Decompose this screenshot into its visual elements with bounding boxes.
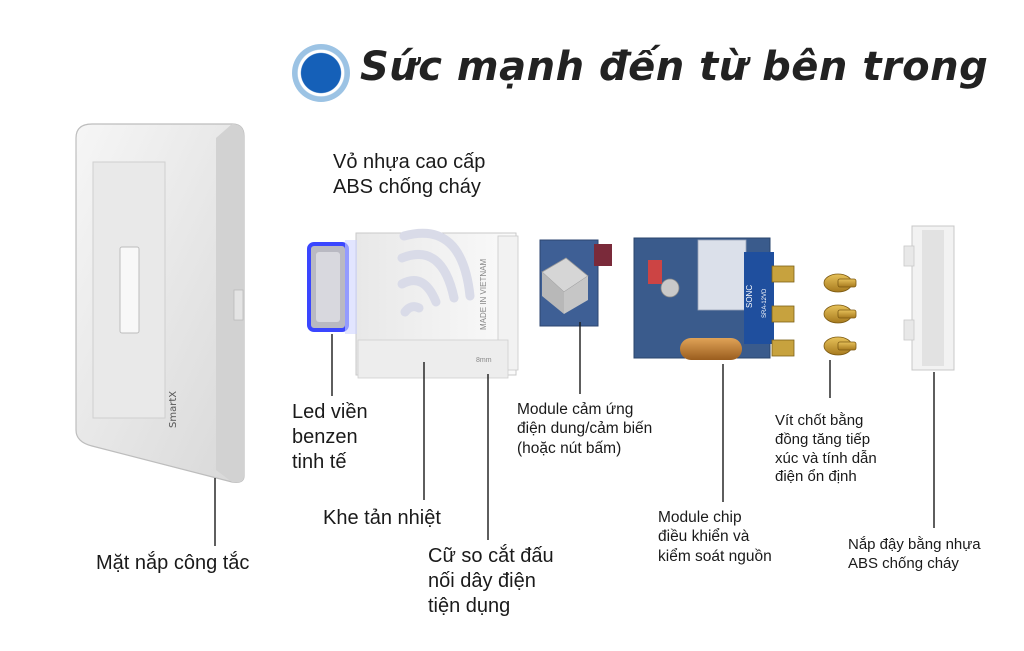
label-gauge: Cữ so cắt đấu nối dây điện tiện dụng: [428, 545, 554, 617]
leader-lines: [214, 322, 935, 546]
title-bullet-icon: [292, 44, 350, 102]
brand-mark: SmartX: [168, 391, 179, 428]
gauge-mark-text: 8mm: [476, 357, 492, 364]
label-led: Led viền benzen tinh tế: [292, 401, 368, 473]
label-vent: Khe tản nhiệt: [323, 507, 441, 529]
page-title: Sức mạnh đến từ bên trong: [360, 44, 989, 90]
label-screws: Vít chốt bằng đồng tăng tiếp xúc và tính…: [775, 412, 877, 486]
switch-module: MADE IN VIETNAM 8mm: [307, 228, 519, 379]
back-cover: [903, 225, 955, 371]
brass-screws: [823, 273, 857, 356]
label-back: Nắp đậy bằng nhựa ABS chống cháy: [848, 536, 981, 572]
face-plate: SmartX: [75, 123, 245, 483]
relay-model-text: SRA-12VD: [762, 288, 768, 318]
label-chip: Module chip điều khiển và kiểm soát nguồ…: [658, 509, 772, 565]
relay-brand-text: SONC: [745, 285, 754, 308]
control-module: SONC SRA-12VD: [633, 237, 795, 360]
made-in-text: MADE IN VIETNAM: [479, 259, 488, 330]
label-face: Mặt nắp công tắc: [96, 552, 250, 574]
label-sensor: Module cảm ứng điện dung/cảm biến (hoặc …: [517, 401, 653, 457]
label-shell: Vỏ nhựa cao cấp ABS chống cháy: [333, 151, 486, 198]
sensor-module: [539, 239, 612, 327]
